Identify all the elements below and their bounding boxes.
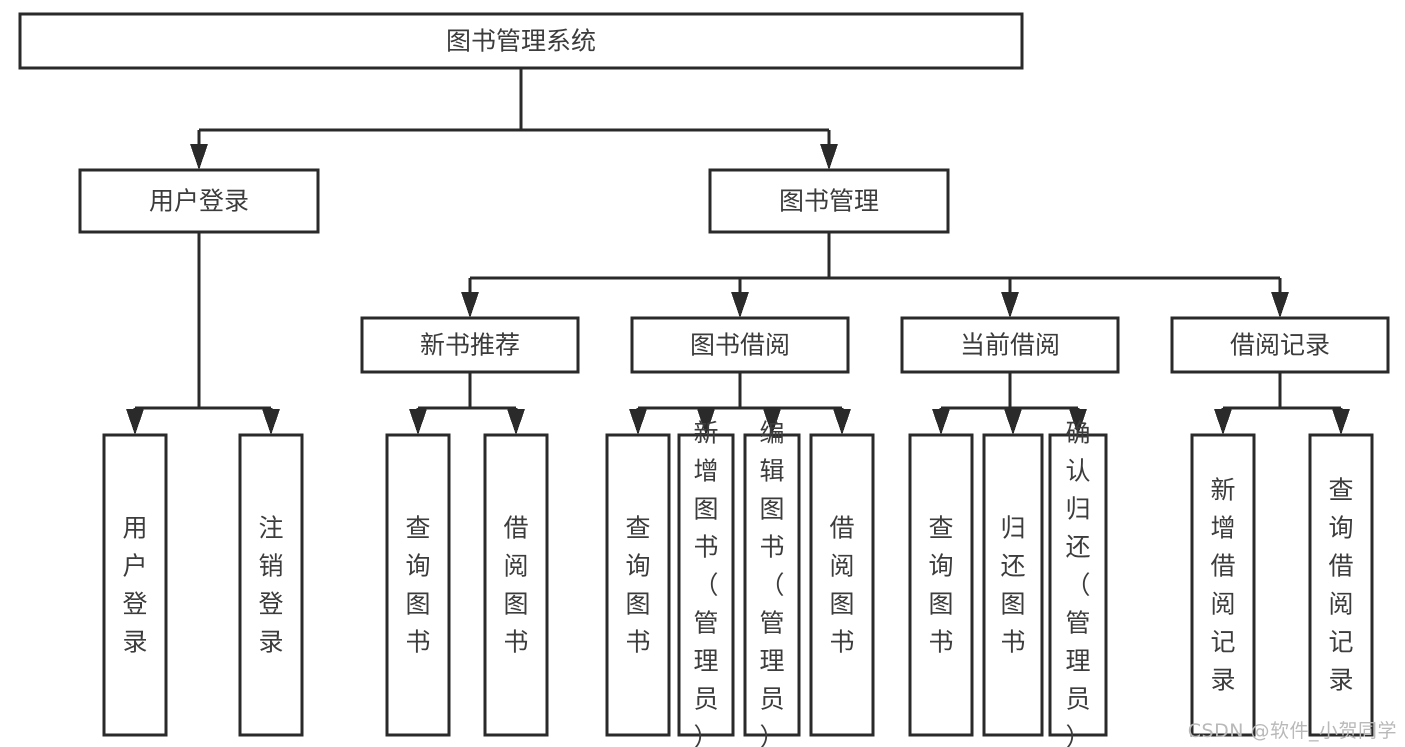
connector-group-root <box>190 68 838 170</box>
node-label-book-borrow: 图书借阅 <box>690 331 790 360</box>
node-box-leaf-query-book-3[interactable] <box>908 433 974 737</box>
node-box-borrow-record[interactable] <box>1170 316 1390 374</box>
connector-group-book-borrow <box>629 372 851 435</box>
node-label-new-book-rec: 新书推荐 <box>420 331 520 360</box>
node-box-current-borrow[interactable] <box>900 316 1120 374</box>
node-leaf-borrow-book-1[interactable]: 借阅图书 <box>483 433 549 737</box>
node-box-leaf-add-record[interactable] <box>1190 433 1256 737</box>
connector-group-borrow-record <box>1214 372 1350 435</box>
connector-layer <box>126 68 1350 435</box>
node-label-borrow-record: 借阅记录 <box>1230 331 1330 360</box>
node-leaf-add-book[interactable]: 新增图书（管理员） <box>677 419 735 747</box>
node-label-leaf-logout: 注销登录 <box>258 514 283 657</box>
node-book-manage[interactable]: 图书管理 <box>708 168 950 234</box>
node-label-book-manage: 图书管理 <box>779 187 879 216</box>
node-leaf-return-book[interactable]: 归还图书 <box>982 433 1044 737</box>
node-label-leaf-borrow-book-1: 借阅图书 <box>503 514 528 657</box>
node-box-leaf-user-login[interactable] <box>102 433 168 737</box>
node-box-leaf-query-book-1[interactable] <box>385 433 451 737</box>
node-label-user-login: 用户登录 <box>149 187 249 216</box>
node-leaf-confirm-return[interactable]: 确认归还（管理员） <box>1048 419 1108 747</box>
connector-group-current-borrow <box>932 372 1087 435</box>
node-box-root[interactable] <box>18 12 1024 70</box>
node-user-login[interactable]: 用户登录 <box>78 168 320 234</box>
node-leaf-logout[interactable]: 注销登录 <box>238 433 304 737</box>
node-label-current-borrow: 当前借阅 <box>960 331 1060 360</box>
node-label-leaf-query-record: 查询借阅记录 <box>1328 476 1353 695</box>
node-box-leaf-edit-book[interactable] <box>743 433 801 737</box>
node-leaf-add-record[interactable]: 新增借阅记录 <box>1190 433 1256 737</box>
connector-group-user-login <box>126 232 280 435</box>
node-box-leaf-borrow-book-2[interactable] <box>809 433 875 737</box>
node-box-leaf-logout[interactable] <box>238 433 304 737</box>
node-leaf-query-book-1[interactable]: 查询图书 <box>385 433 451 737</box>
node-label-leaf-add-record: 新增借阅记录 <box>1210 476 1235 695</box>
node-label-leaf-query-book-3: 查询图书 <box>928 514 953 657</box>
node-leaf-edit-book[interactable]: 编辑图书（管理员） <box>743 419 801 747</box>
node-borrow-record[interactable]: 借阅记录 <box>1170 316 1390 374</box>
node-label-leaf-borrow-book-2: 借阅图书 <box>829 514 854 657</box>
node-leaf-query-record[interactable]: 查询借阅记录 <box>1308 433 1374 737</box>
node-leaf-query-book-2[interactable]: 查询图书 <box>605 433 671 737</box>
node-leaf-user-login[interactable]: 用户登录 <box>102 433 168 737</box>
node-box-leaf-return-book[interactable] <box>982 433 1044 737</box>
node-label-leaf-edit-book: 编辑图书（管理员） <box>759 419 784 747</box>
node-label-leaf-user-login: 用户登录 <box>122 514 147 657</box>
node-label-leaf-confirm-return: 确认归还（管理员） <box>1065 419 1090 747</box>
node-label-root: 图书管理系统 <box>446 27 596 56</box>
node-leaf-query-book-3[interactable]: 查询图书 <box>908 433 974 737</box>
connector-group-new-book-rec <box>409 372 525 435</box>
node-box-book-borrow[interactable] <box>630 316 850 374</box>
node-box-leaf-query-book-2[interactable] <box>605 433 671 737</box>
node-label-leaf-query-book-2: 查询图书 <box>625 514 650 657</box>
node-box-leaf-query-record[interactable] <box>1308 433 1374 737</box>
node-box-new-book-rec[interactable] <box>360 316 580 374</box>
node-box-leaf-confirm-return[interactable] <box>1048 433 1108 737</box>
node-label-leaf-add-book: 新增图书（管理员） <box>693 419 718 747</box>
node-box-leaf-borrow-book-1[interactable] <box>483 433 549 737</box>
node-layer: 图书管理系统用户登录图书管理新书推荐图书借阅当前借阅借阅记录用户登录注销登录查询… <box>18 12 1390 747</box>
node-box-leaf-add-book[interactable] <box>677 433 735 737</box>
node-root[interactable]: 图书管理系统 <box>18 12 1024 70</box>
watermark-text: CSDN @软件_小贺同学 <box>1187 720 1397 742</box>
node-current-borrow[interactable]: 当前借阅 <box>900 316 1120 374</box>
node-label-leaf-query-book-1: 查询图书 <box>405 514 430 657</box>
node-new-book-rec[interactable]: 新书推荐 <box>360 316 580 374</box>
node-book-borrow[interactable]: 图书借阅 <box>630 316 850 374</box>
node-box-user-login[interactable] <box>78 168 320 234</box>
connector-group-book-manage <box>461 232 1289 318</box>
node-box-book-manage[interactable] <box>708 168 950 234</box>
node-label-leaf-return-book: 归还图书 <box>1000 514 1025 657</box>
node-leaf-borrow-book-2[interactable]: 借阅图书 <box>809 433 875 737</box>
